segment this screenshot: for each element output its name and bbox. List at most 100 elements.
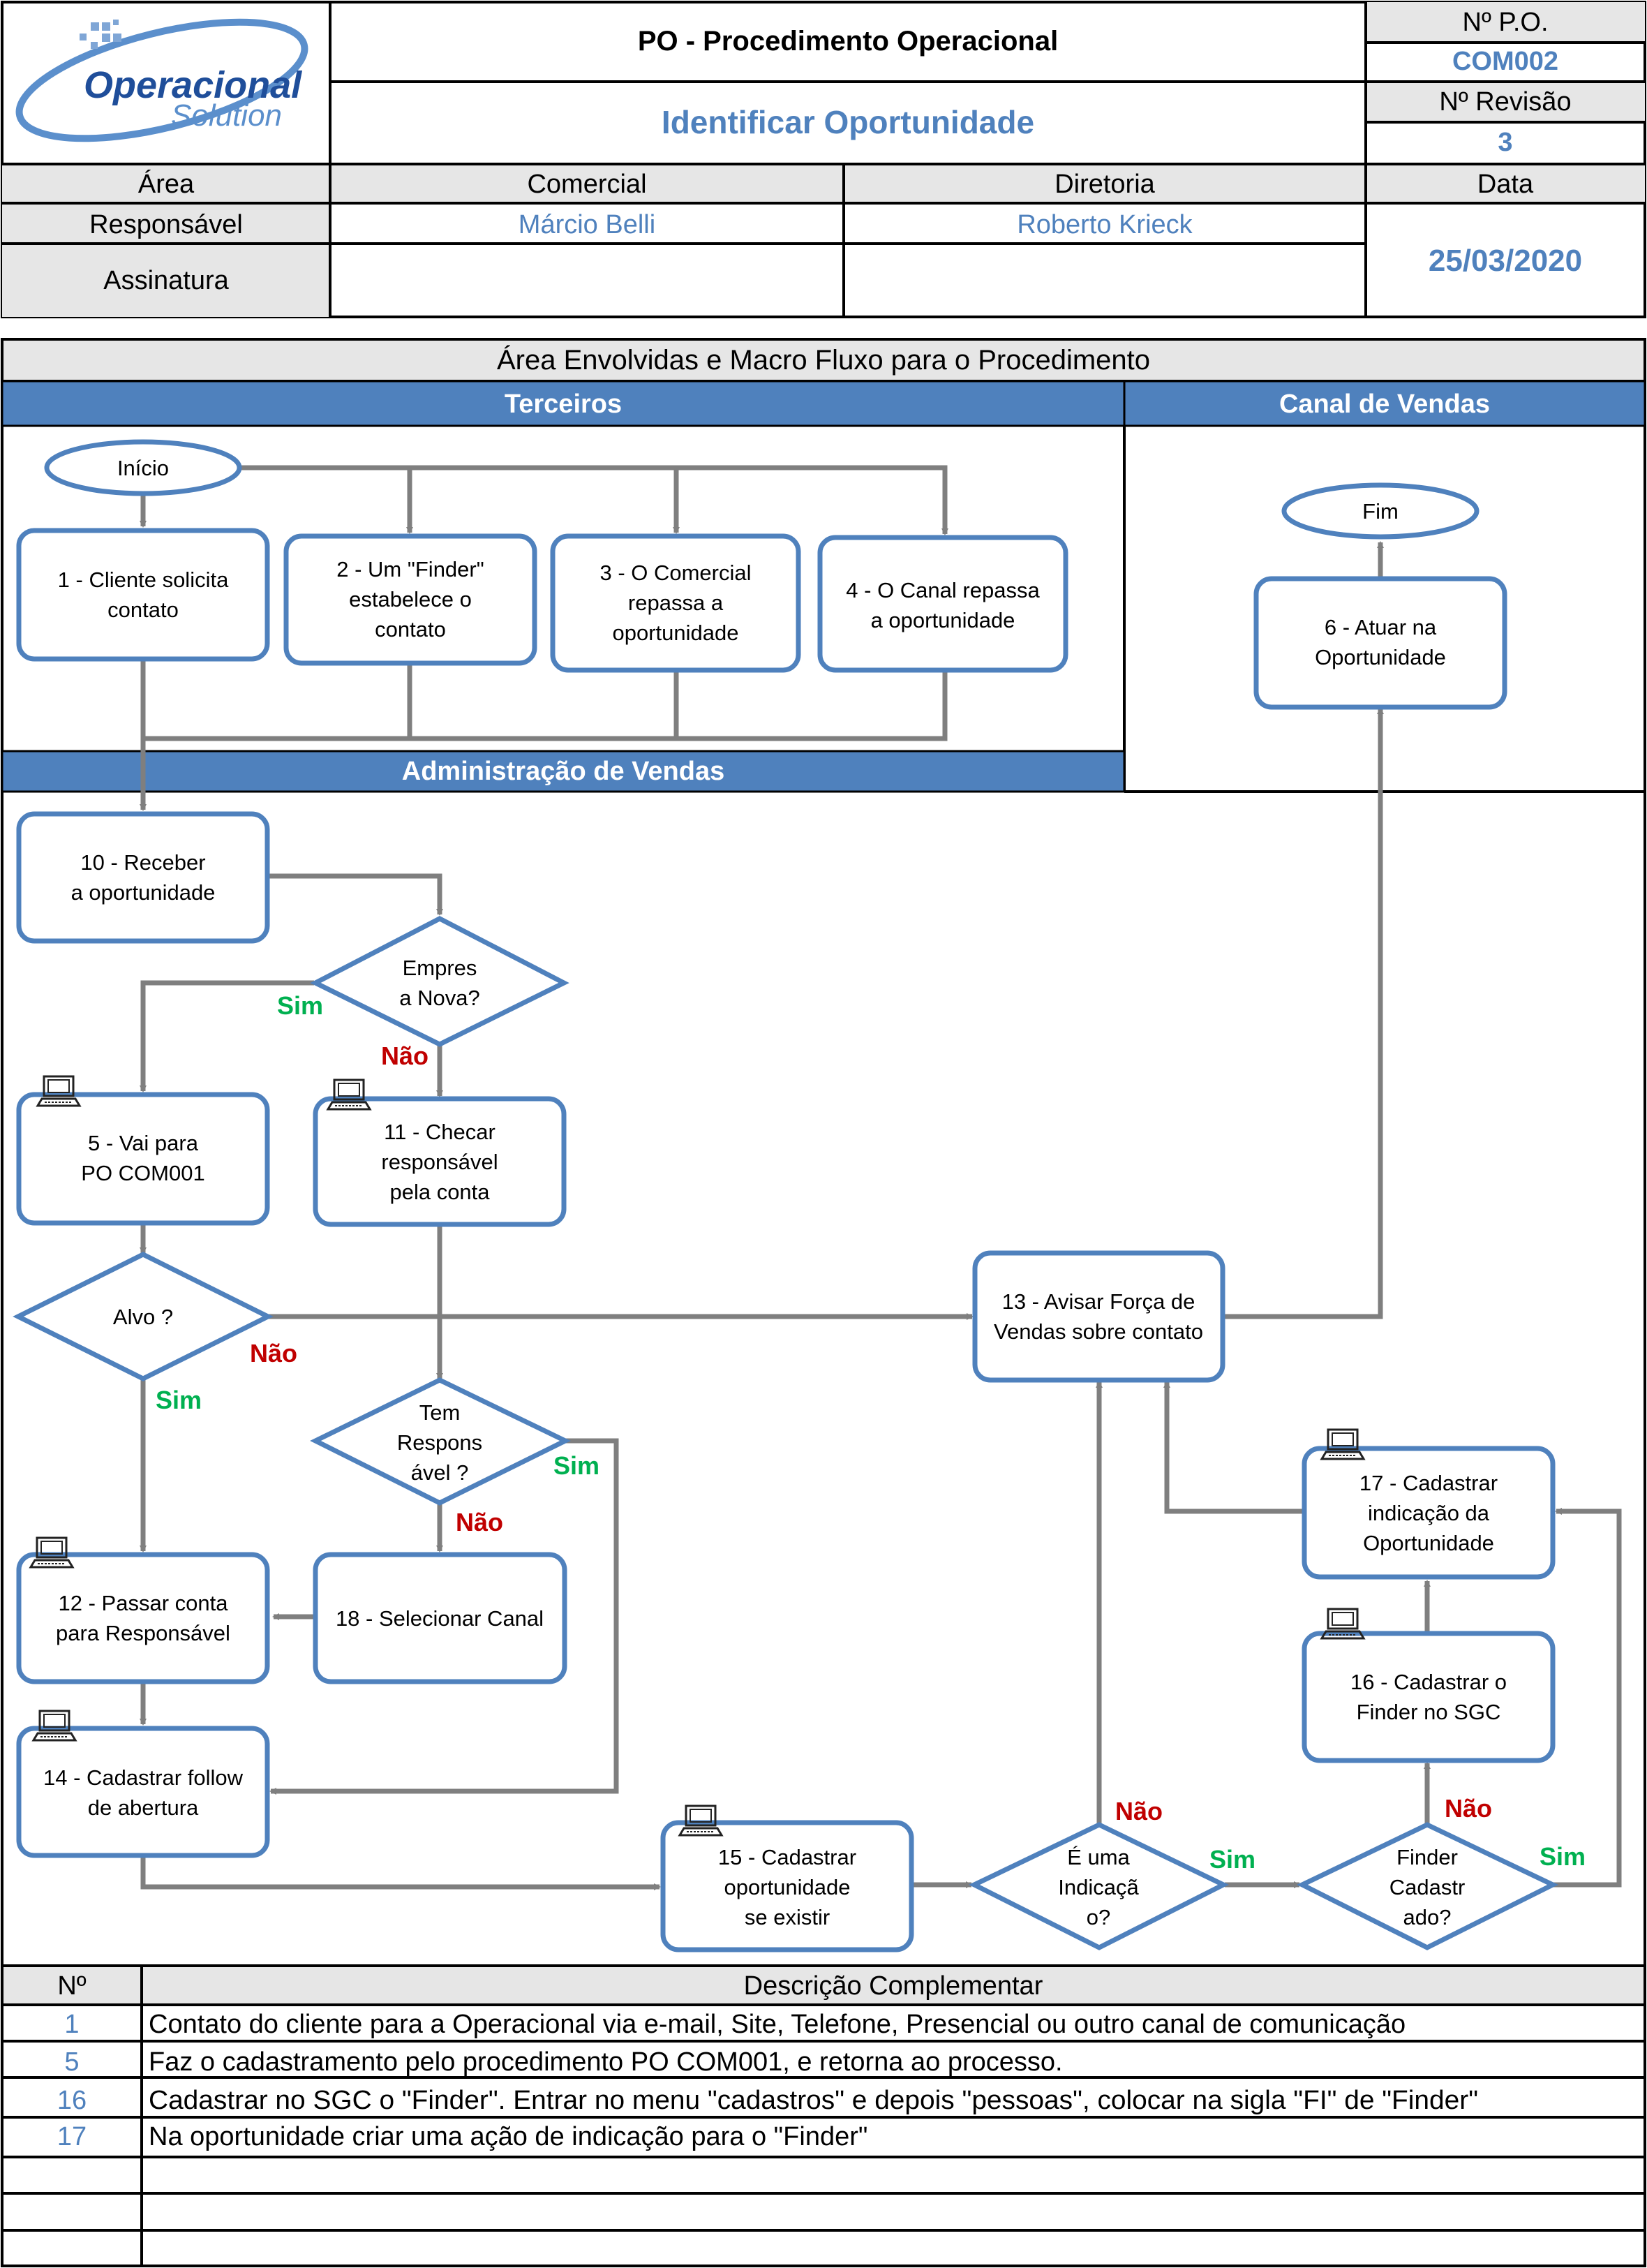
step-17-line3: Oportunidade [1363, 1531, 1494, 1555]
step-2-line2: estabelece o [349, 587, 472, 612]
header-table [1, 1, 1646, 318]
step-5-line1: 5 - Vai para [88, 1131, 199, 1155]
label-sim-indicacao: Sim [1209, 1845, 1255, 1874]
step-15-line2: oportunidade [724, 1875, 851, 1899]
step-14-line2: de abertura [88, 1795, 199, 1820]
step-2-line1: 2 - Um "Finder" [336, 557, 484, 581]
step-4-line2: a oportunidade [871, 608, 1015, 632]
data-label: Data [1477, 170, 1534, 199]
label-sim-responsavel: Sim [553, 1451, 599, 1480]
desc-col-description: Descrição Complementar [744, 1971, 1043, 2001]
step-15-line3: se existir [745, 1905, 830, 1929]
step-6-line2: Oportunidade [1315, 645, 1446, 669]
step-14-box [16, 1726, 270, 1858]
area-label: Área [138, 169, 195, 199]
desc-row-text: Contato do cliente para a Operacional vi… [149, 2010, 1406, 2039]
label-sim-finder: Sim [1540, 1842, 1586, 1871]
step-6-line1: 6 - Atuar na [1325, 615, 1437, 639]
step-4-line1: 4 - O Canal repassa [846, 578, 1040, 602]
label-nao-alvo: Não [250, 1339, 297, 1368]
step-4-box [817, 535, 1068, 673]
decision-indicacao-line3: o? [1087, 1905, 1110, 1929]
desc-row-number: 5 [64, 2047, 79, 2077]
logo-text-primary: Operacional [84, 64, 302, 106]
lane-admin-vendas: Administração de Vendas [402, 757, 725, 786]
step-3-line1: 3 - O Comercial [599, 561, 751, 585]
step-13-box [972, 1250, 1225, 1383]
desc-row-text: Cadastrar no SGC o "Finder". Entrar no m… [149, 2086, 1478, 2115]
step-1-line1: 1 - Cliente solicita [58, 568, 229, 592]
step-12-box [16, 1552, 270, 1684]
step-13-line2: Vendas sobre contato [994, 1319, 1203, 1344]
decision-empresa-nova [310, 916, 569, 1047]
step-17-line2: indicação da [1368, 1501, 1490, 1525]
step-16-box [1302, 1631, 1556, 1763]
step-1-line2: contato [107, 598, 179, 622]
decision-empresa-line2: a Nova? [399, 986, 479, 1010]
step-15-line1: 15 - Cadastrar [718, 1845, 856, 1869]
start-terminator [44, 439, 242, 496]
responsavel-diretoria: Roberto Krieck [1017, 210, 1193, 239]
decision-alvo-line1: Alvo ? [113, 1305, 173, 1329]
desc-col-number: Nº [57, 1971, 86, 2001]
revision-value: 3 [1498, 128, 1512, 157]
desc-row-text: Faz o cadastramento pelo procedimento PO… [149, 2047, 1063, 2077]
step-13-line1: 13 - Avisar Força de [1002, 1289, 1195, 1314]
decision-resp-line2: Respons [397, 1430, 482, 1455]
label-nao-indicacao: Não [1115, 1797, 1163, 1825]
step-10-line1: 10 - Receber [80, 850, 205, 875]
decision-resp-line3: ável ? [411, 1460, 469, 1485]
label-nao-empresa: Não [381, 1042, 428, 1070]
assinatura-label: Assinatura [103, 266, 229, 295]
decision-finder-line1: Finder [1396, 1845, 1458, 1869]
step-16-line1: 16 - Cadastrar o [1350, 1670, 1507, 1694]
step-6-box [1253, 576, 1507, 710]
step-11-box [313, 1096, 567, 1227]
decision-indicacao-line1: É uma [1067, 1845, 1130, 1869]
doc-subtitle: Identificar Oportunidade [662, 104, 1034, 140]
step-3-box [550, 533, 801, 673]
logo-text-secondary: Solution [171, 98, 282, 133]
desc-row-number: 16 [57, 2086, 87, 2115]
step-3-line3: oportunidade [613, 621, 739, 645]
desc-row-number: 1 [64, 2010, 79, 2039]
step-10-line2: a oportunidade [71, 880, 216, 905]
decision-alvo [13, 1252, 274, 1381]
label-nao-finder: Não [1445, 1794, 1492, 1823]
decision-tem-responsavel [310, 1377, 571, 1506]
label-sim-empresa: Sim [277, 991, 323, 1020]
description-table [1, 1964, 1646, 2267]
step-12-line2: para Responsável [56, 1621, 230, 1645]
start-label: Início [117, 456, 169, 480]
flow-connectors [140, 465, 1622, 1890]
step-12-line1: 12 - Passar conta [59, 1591, 229, 1615]
company-logo: Operacional Solution [15, 18, 308, 142]
comercial-label: Comercial [527, 170, 646, 199]
desc-row-number: 17 [57, 2122, 87, 2151]
revision-label: Nº Revisão [1439, 87, 1571, 117]
label-nao-responsavel: Não [456, 1508, 503, 1536]
decision-resp-line1: Tem [419, 1400, 461, 1425]
desc-row-text: Na oportunidade criar uma ação de indica… [149, 2122, 867, 2151]
step-10-box [16, 811, 270, 944]
step-2-box [283, 533, 537, 666]
step-5-line2: PO COM001 [81, 1161, 204, 1185]
responsavel-comercial: Márcio Belli [519, 210, 655, 239]
step-15-box [660, 1820, 914, 1952]
diretoria-label: Diretoria [1054, 170, 1155, 199]
decision-finder-line2: Cadastr [1389, 1875, 1466, 1899]
decision-indicacao [969, 1822, 1229, 1950]
po-number-value: COM002 [1452, 47, 1558, 76]
lane-canal-vendas: Canal de Vendas [1279, 390, 1490, 419]
step-17-box [1302, 1446, 1556, 1580]
data-value: 25/03/2020 [1429, 244, 1582, 278]
step-18-box [313, 1552, 567, 1684]
step-14-line1: 14 - Cadastrar follow [43, 1765, 244, 1790]
step-18-line1: 18 - Selecionar Canal [336, 1606, 544, 1631]
decision-finder [1297, 1822, 1558, 1950]
decision-empresa-line1: Empres [403, 956, 477, 980]
step-11-line2: responsável [381, 1150, 498, 1174]
responsavel-label: Responsável [89, 210, 243, 239]
lane-terceiros: Terceiros [505, 390, 622, 419]
